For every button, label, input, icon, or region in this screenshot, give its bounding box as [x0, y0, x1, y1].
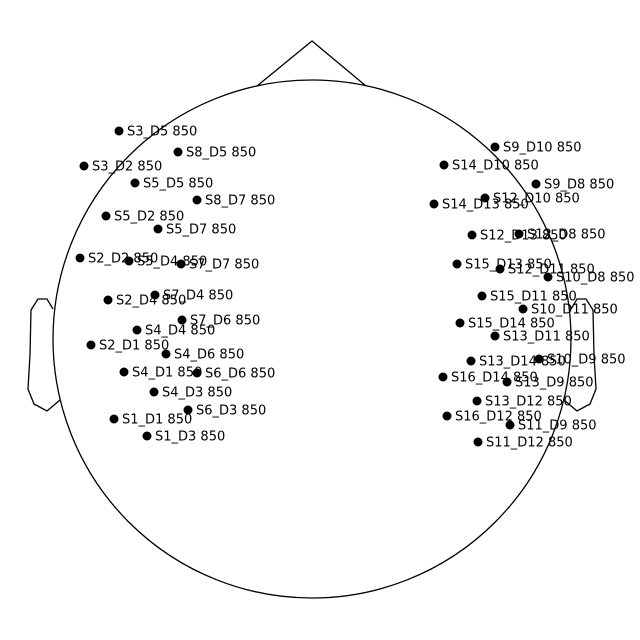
sensor-label-s13-d12-850: S13_D12 850 [485, 395, 572, 410]
sensor-label-s12-d10-850: S12_D10 850 [493, 192, 580, 207]
head-outline [27, 40, 597, 599]
sensor-label-s5-d5-850: S5_D5 850 [143, 177, 213, 192]
sensor-marker-s15-d13-850 [452, 259, 462, 269]
sensor-label-s5-d7-850: S5_D7 850 [166, 223, 236, 238]
sensor-label-s12-d8-850: S12_D8 850 [527, 228, 606, 243]
sensor-label-s4-d1-850: S4_D1 850 [132, 366, 202, 381]
sensor-marker-s4-d1-850 [119, 367, 129, 377]
sensor-marker-s6-d6-850 [192, 368, 202, 378]
right-ear [563, 298, 597, 412]
sensor-marker-s5-d4-850 [124, 256, 134, 266]
sensor-marker-s11-d12-850 [473, 437, 483, 447]
sensor-label-s9-d8-850: S9_D8 850 [544, 178, 614, 193]
sensor-label-s3-d5-850: S3_D5 850 [127, 125, 197, 140]
sensor-label-s5-d4-850: S5_D4 850 [137, 255, 207, 270]
sensor-label-s5-d2-850: S5_D2 850 [114, 210, 184, 225]
sensor-marker-s4-d4-850 [132, 325, 142, 335]
sensor-label-s2-d1-850: S2_D1 850 [99, 339, 169, 354]
sensor-marker-s13-d11-850 [490, 331, 500, 341]
sensor-marker-s2-d2-850 [75, 253, 85, 263]
sensor-marker-s12-d8-850 [514, 229, 524, 239]
sensor-label-s2-d2-850: S2_D2 850 [88, 252, 158, 267]
sensor-label-s14-d13-850: S14_D13 850 [442, 198, 529, 213]
sensor-label-s11-d9-850: S11_D9 850 [518, 419, 597, 434]
sensor-marker-s13-d12-850 [472, 396, 482, 406]
sensor-label-s9-d10-850: S9_D10 850 [503, 141, 582, 156]
sensor-marker-s13-d14-850 [466, 356, 476, 366]
sensor-marker-s8-d7-850 [192, 195, 202, 205]
sensor-marker-s11-d9-850 [505, 420, 515, 430]
sensor-marker-s10-d9-850 [534, 354, 544, 364]
sensor-marker-s1-d1-850 [109, 414, 119, 424]
sensor-marker-s15-d14-850 [455, 318, 465, 328]
sensor-label-s15-d13-850: S15_D13 850 [465, 258, 552, 273]
sensor-label-s8-d7-850: S8_D7 850 [205, 194, 275, 209]
sensor-marker-s9-d10-850 [490, 142, 500, 152]
sensor-marker-s7-d7-850 [176, 259, 186, 269]
sensor-marker-s7-d6-850 [177, 315, 187, 325]
sensor-label-s14-d10-850: S14_D10 850 [452, 159, 539, 174]
sensor-label-s6-d3-850: S6_D3 850 [196, 404, 266, 419]
sensor-marker-s12-d10-850 [480, 193, 490, 203]
sensor-label-s1-d1-850: S1_D1 850 [122, 413, 192, 428]
sensor-marker-s6-d3-850 [183, 405, 193, 415]
sensor-label-s16-d12-850: S16_D12 850 [455, 410, 542, 425]
sensor-label-s2-d4-850: S2_D4 850 [116, 294, 186, 309]
sensor-label-s10-d9-850: S10_D9 850 [547, 353, 626, 368]
sensor-marker-s15-d11-850 [477, 291, 487, 301]
sensor-marker-s14-d13-850 [429, 199, 439, 209]
sensor-marker-s16-d14-850 [438, 372, 448, 382]
sensor-label-s12-d13-850: S12_D13 850 [480, 229, 567, 244]
sensor-label-s4-d4-850: S4_D4 850 [145, 324, 215, 339]
sensor-marker-s13-d9-850 [502, 377, 512, 387]
sensor-label-s12-d11-850: S12_D11 850 [508, 263, 595, 278]
nose [256, 40, 367, 87]
sensor-label-s3-d2-850: S3_D2 850 [92, 160, 162, 175]
sensor-marker-s12-d11-850 [495, 264, 505, 274]
sensor-marker-s2-d4-850 [103, 295, 113, 305]
sensor-label-s13-d14-850: S13_D14 850 [479, 355, 566, 370]
sensor-label-s16-d14-850: S16_D14 850 [451, 371, 538, 386]
sensor-marker-s3-d2-850 [79, 161, 89, 171]
sensor-label-s11-d12-850: S11_D12 850 [486, 436, 573, 451]
sensor-marker-s4-d6-850 [161, 349, 171, 359]
sensor-label-s7-d4-850: S7_D4 850 [163, 289, 233, 304]
sensor-label-s6-d6-850: S6_D6 850 [205, 367, 275, 382]
sensor-label-s7-d7-850: S7_D7 850 [189, 258, 259, 273]
sensor-marker-s7-d4-850 [150, 290, 160, 300]
sensor-label-s10-d11-850: S10_D11 850 [531, 303, 618, 318]
sensor-marker-s16-d12-850 [442, 411, 452, 421]
sensor-marker-s1-d3-850 [142, 431, 152, 441]
sensor-marker-s5-d2-850 [101, 211, 111, 221]
sensor-marker-s14-d10-850 [439, 160, 449, 170]
sensor-marker-s5-d5-850 [130, 178, 140, 188]
sensor-label-s15-d14-850: S15_D14 850 [468, 317, 555, 332]
sensor-label-s13-d11-850: S13_D11 850 [503, 330, 590, 345]
sensor-label-s10-d8-850: S10_D8 850 [556, 271, 635, 286]
sensor-marker-s4-d3-850 [149, 387, 159, 397]
head-circle [52, 79, 572, 599]
sensor-marker-s8-d5-850 [173, 147, 183, 157]
sensor-marker-s5-d7-850 [153, 224, 163, 234]
left-ear [27, 298, 61, 412]
sensor-marker-s12-d13-850 [467, 230, 477, 240]
sensor-label-s4-d3-850: S4_D3 850 [162, 386, 232, 401]
sensor-marker-s9-d8-850 [531, 179, 541, 189]
sensor-label-s1-d3-850: S1_D3 850 [155, 430, 225, 445]
sensor-marker-s3-d5-850 [114, 126, 124, 136]
sensor-label-s13-d9-850: S13_D9 850 [515, 376, 594, 391]
sensor-marker-s10-d11-850 [518, 304, 528, 314]
sensor-marker-s2-d1-850 [86, 340, 96, 350]
sensor-label-s7-d6-850: S7_D6 850 [190, 314, 260, 329]
sensor-label-s4-d6-850: S4_D6 850 [174, 348, 244, 363]
sensor-label-s15-d11-850: S15_D11 850 [490, 290, 577, 305]
sensor-marker-s10-d8-850 [543, 272, 553, 282]
sensor-label-s8-d5-850: S8_D5 850 [186, 146, 256, 161]
